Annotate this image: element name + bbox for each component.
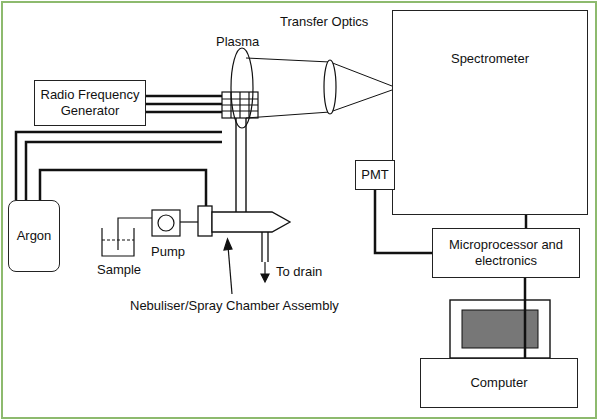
part-label: Plasma — [216, 34, 259, 50]
sample-beaker — [102, 218, 152, 256]
part-label: To drain — [276, 264, 322, 280]
signal-wire — [526, 215, 527, 228]
leader-arrow — [224, 239, 232, 294]
generator-box: Radio Frequency Generator — [34, 80, 146, 126]
part-label: Pump — [151, 244, 185, 260]
drain-arrow — [261, 262, 269, 282]
lens — [324, 60, 336, 114]
processor-box: Microprocessor and electronics — [432, 228, 580, 278]
node-text: Spectrometer — [451, 51, 529, 67]
node-text: PMT — [361, 167, 388, 183]
spectrometer-box: Spectrometer — [392, 10, 588, 215]
spray-chamber — [198, 206, 290, 262]
node-text: Computer — [470, 375, 527, 391]
part-label: Sample — [97, 262, 141, 278]
part-label: Transfer Optics — [280, 14, 368, 30]
rf-leads — [146, 96, 222, 112]
node-text: Argon — [17, 228, 52, 244]
gas-lines — [16, 132, 222, 210]
computer-box: Computer — [420, 358, 578, 408]
part-label: Nebuliser/Spray Chamber Assembly — [130, 298, 339, 314]
node-text: Radio Frequency Generator — [40, 87, 140, 120]
node-text: Microprocessor and electronics — [438, 237, 574, 270]
gas-cylinder: Argon — [8, 200, 60, 272]
signal-wire — [525, 278, 526, 358]
plasma-flame — [231, 48, 253, 128]
torch-tube — [236, 118, 246, 212]
monitor — [450, 300, 550, 358]
optical-path — [246, 58, 392, 118]
pump-symbol — [152, 210, 198, 236]
detector-box: PMT — [355, 160, 395, 190]
